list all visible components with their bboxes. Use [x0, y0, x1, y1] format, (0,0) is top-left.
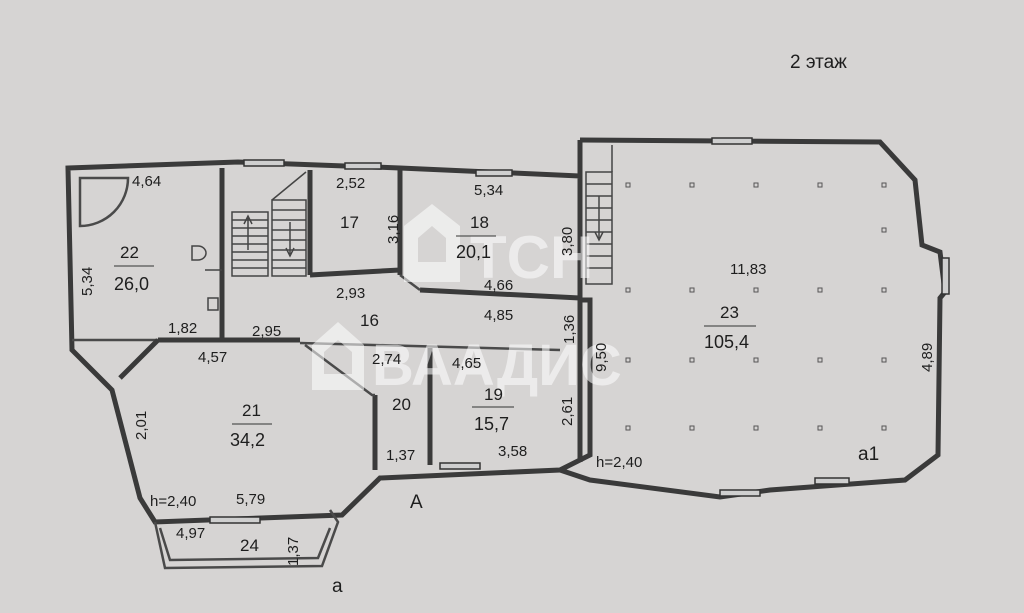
window — [209, 516, 261, 524]
room-number: 18 — [470, 213, 489, 232]
watermark-brand2: ВААДИС — [372, 333, 622, 398]
window — [475, 169, 513, 177]
room-number: 20 — [392, 395, 411, 414]
window — [711, 137, 753, 145]
ceiling-lamp — [689, 182, 695, 188]
ceiling-lamp — [753, 425, 759, 431]
sink-fixture — [207, 297, 219, 311]
dimension: 1,36 — [561, 315, 578, 344]
dimension: 3,80 — [559, 227, 576, 256]
axis-mark: a — [332, 576, 343, 597]
dimension: 2,95 — [252, 323, 281, 340]
window — [344, 162, 382, 170]
labels: 2 этаж 22 26,0 17 18 20,1 16 21 34,2 20 … — [79, 52, 936, 597]
wall-21-chamfer — [118, 338, 160, 380]
dimension: 5,34 — [474, 182, 503, 199]
ceiling-lamp — [881, 287, 887, 293]
dimension: 4,65 — [452, 355, 481, 372]
wall-17-bottom — [309, 267, 401, 278]
dimension: 4,97 — [176, 525, 205, 542]
window — [243, 159, 285, 167]
room-number: 21 — [242, 401, 261, 420]
axis-mark: A — [410, 492, 423, 513]
room-area: 26,0 — [114, 274, 149, 294]
room-area: 105,4 — [704, 332, 749, 352]
dimension: 11,83 — [730, 261, 766, 278]
room-area: 15,7 — [474, 414, 509, 434]
dimension: 3,58 — [498, 443, 527, 460]
wall-20-diagonal — [304, 343, 375, 397]
window — [719, 489, 761, 497]
ceiling-lamp — [753, 182, 759, 188]
dimension: 2,52 — [336, 175, 365, 192]
staircase-right — [585, 145, 613, 285]
dimension: 4,64 — [132, 173, 161, 190]
room-area: 20,1 — [456, 242, 491, 262]
balcony-inner — [158, 527, 332, 562]
ceiling-lamp — [625, 182, 631, 188]
room-number: 16 — [360, 311, 379, 330]
floor-label: 2 этаж — [790, 52, 847, 73]
balcony-wall — [153, 509, 340, 570]
watermark-house-icon — [404, 204, 460, 282]
outer-wall-hall-23 — [559, 137, 948, 500]
watermark: ТСН ВААДИС — [312, 204, 622, 398]
axis-mark: a1 — [858, 444, 879, 465]
ceiling-lamp — [753, 287, 759, 293]
windows — [209, 137, 950, 524]
ceiling-height: h=2,40 — [150, 493, 196, 510]
wall-18-door — [399, 274, 421, 291]
dimension: 4,89 — [919, 343, 936, 372]
window — [941, 257, 950, 295]
ceiling-lamp — [817, 425, 823, 431]
ceiling-lamp — [881, 182, 887, 188]
wall-18-bottom — [419, 287, 581, 301]
dimension: 2,74 — [372, 351, 401, 368]
ceiling-lamp — [689, 425, 695, 431]
ceiling-lamp — [881, 357, 887, 363]
room-number: 24 — [240, 536, 259, 555]
ceiling-lamp — [625, 357, 631, 363]
ceiling-lamp — [625, 287, 631, 293]
room-number: 19 — [484, 385, 503, 404]
room-number: 23 — [720, 303, 739, 322]
dimension: 5,79 — [236, 491, 265, 508]
ceiling-lamp — [689, 357, 695, 363]
dimension: 2,01 — [133, 411, 150, 440]
watermark-brand1: ТСН — [470, 224, 593, 291]
ceiling-height: h=2,40 — [596, 454, 642, 471]
dimension: 2,93 — [336, 285, 365, 302]
ceiling-lamp — [881, 227, 887, 233]
ceiling-lamp — [881, 425, 887, 431]
ceiling-lamp — [753, 357, 759, 363]
dimension: 9,50 — [593, 343, 610, 372]
window — [439, 462, 481, 470]
ceiling-lamp — [817, 357, 823, 363]
ceiling-lamp — [625, 425, 631, 431]
ceiling-lamp — [817, 287, 823, 293]
ceiling-lamp — [689, 287, 695, 293]
ceiling-lamp — [817, 182, 823, 188]
dimension: 5,34 — [79, 267, 96, 296]
staircase-left — [231, 171, 307, 277]
window — [814, 477, 850, 485]
dimension: 4,57 — [198, 349, 227, 366]
walls — [65, 137, 948, 570]
room-number: 17 — [340, 213, 359, 232]
toilet-fixture — [191, 245, 207, 261]
dimension: 4,66 — [484, 277, 513, 294]
watermark-house-icon-2 — [312, 322, 364, 390]
room-area: 34,2 — [230, 430, 265, 450]
dimension: 4,85 — [484, 307, 513, 324]
dimension: 1,37 — [285, 537, 302, 566]
dimension: 3,16 — [385, 215, 402, 244]
ceiling-lamps — [625, 182, 887, 431]
room-number: 22 — [120, 243, 139, 262]
door-swing — [78, 176, 130, 228]
dimension: 1,37 — [386, 447, 415, 464]
dimension: 2,61 — [559, 397, 576, 426]
dimension: 1,82 — [168, 320, 197, 337]
